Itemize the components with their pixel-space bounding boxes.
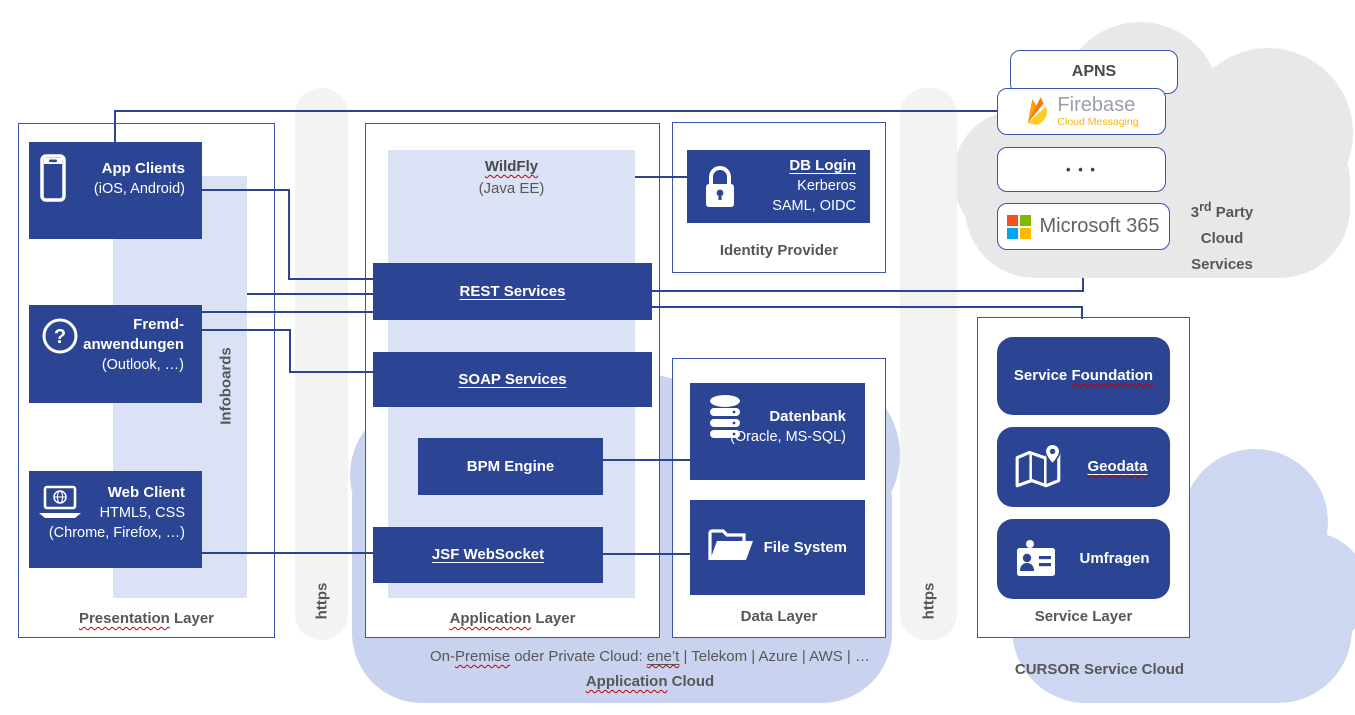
microsoft-365-label: Microsoft 365 [1039,215,1160,237]
jsf-websocket-label: JSF WebSocket [431,546,545,563]
datenbank-box: Datenbank (Oracle, MS-SQL) [690,383,865,480]
third-party-caption-line2: Cloud [1200,230,1244,247]
https-band-right [900,88,957,640]
fremd-line1: Fremd- [133,316,184,333]
third-party-caption-line1: 3rd Party [1190,200,1254,221]
connector-fremd-rest [202,311,373,313]
connector-rest-servicelayer-h [652,306,1083,308]
wildfly-subtitle: (Java EE) [478,180,545,197]
web-client-line2: HTML5, CSS [99,505,185,521]
https-label-left: https [313,582,331,620]
datenbank-title: Datenbank [769,408,846,425]
laptop-globe-icon [37,485,83,526]
bpm-engine-box: BPM Engine [418,438,603,495]
firebase-flame-icon [1024,94,1050,130]
fremdanwendungen-box: ? Fremd- anwendungen (Outlook, …) [29,305,202,403]
db-login-box: DB Login Kerberos SAML, OIDC [687,150,870,223]
connector-appclients-rest-h1 [202,189,290,191]
database-icon [706,393,744,448]
onpremise-caption: On-Premise oder Private Cloud: ene’t | T… [430,648,870,665]
https-band-left [295,88,348,640]
firebase-box: Firebase Cloud Messaging [997,88,1166,135]
web-client-line3: (Chrome, Firefox, …) [48,525,185,541]
application-layer-label: Application Layer [449,610,576,627]
connector-fremd-soap-h2 [289,371,373,373]
connector-bpm-datenbank [603,459,690,461]
identity-provider-label: Identity Provider [719,242,839,259]
third-party-cloud-shape [965,112,1350,278]
question-mark-icon: ? [41,317,79,360]
connector-jsf-filesystem [603,553,690,555]
db-login-line2: Kerberos [797,178,856,194]
wildfly-title-text: WildFly [484,158,539,175]
map-pin-icon [1013,443,1065,491]
firebase-sublabel: Cloud Messaging [1057,116,1139,129]
connector-appclients-rest-h2 [288,278,373,280]
id-card-icon [1013,538,1059,580]
folder-icon [706,526,754,571]
application-cloud-label: Application Cloud [585,673,715,690]
microsoft-365-box: Microsoft 365 [997,203,1170,250]
presentation-layer-label: Presentation Layer [78,610,215,627]
connector-fremd-soap-v [289,329,291,373]
umfragen-box: Umfragen [997,519,1170,599]
data-layer-label: Data Layer [740,608,818,625]
more-services-box: • • • [997,147,1166,192]
app-clients-box: App Clients (iOS, Android) [29,142,202,239]
bpm-engine-label: BPM Engine [466,457,555,475]
https-label-right: https [920,582,938,620]
third-party-caption-line3: Services [1191,256,1253,273]
apns-box: APNS [1010,50,1178,94]
web-client-title: Web Client [107,484,185,501]
geodata-box: Geodata [997,427,1170,507]
db-login-title: DB Login [789,157,856,174]
lock-icon [703,164,737,215]
infoboards-label: Infoboards [217,347,235,425]
svg-text:?: ? [54,326,66,348]
connector-rest-thirdparty-h [652,290,1084,292]
connector-appclients-firebase-v [114,110,116,143]
rest-services-label: REST Services [459,282,566,300]
fremd-line2: anwendungen [83,336,184,353]
soap-services-label: SOAP Services [458,370,567,388]
geodata-label: Geodata [1087,458,1148,475]
app-clients-title: App Clients [101,160,185,177]
firebase-label: Firebase [1057,94,1136,117]
connector-appclients-firebase-h [114,110,998,112]
umfragen-label: Umfragen [1079,550,1150,567]
third-party-caption: 3rd Party Cloud Services [1172,194,1272,278]
microsoft-logo-icon [1007,214,1032,239]
smartphone-icon [40,154,66,207]
wildfly-title: WildFly [388,158,635,175]
service-foundation-box: Service Foundation [997,337,1170,415]
apns-label: APNS [1071,63,1117,80]
ellipsis-dots: • • • [1066,162,1097,177]
app-clients-subtitle: (iOS, Android) [93,181,185,197]
cursor-cloud-label: CURSOR Service Cloud [1014,661,1185,678]
service-foundation-label: Service Foundation [1013,367,1154,384]
jsf-websocket-box: JSF WebSocket [373,527,603,583]
db-login-line3: SAML, OIDC [772,198,856,214]
connector-rest-thirdparty-v [1082,278,1084,292]
connector-fremd-soap-h1 [202,329,291,331]
file-system-box: File System [690,500,865,595]
fremd-line3: (Outlook, …) [101,357,184,373]
connector-appclients-rest-v [288,189,290,280]
connector-wildfly-dblogin [635,176,687,178]
web-client-box: Web Client HTML5, CSS (Chrome, Firefox, … [29,471,202,568]
connector-infoboards-rest [247,293,373,295]
datenbank-subtitle: (Oracle, MS-SQL) [729,429,846,445]
connector-rest-servicelayer-v [1081,306,1083,319]
file-system-title: File System [763,538,847,556]
connector-webclient-jsf [202,552,373,554]
service-layer-label: Service Layer [1034,608,1133,625]
rest-services-box: REST Services [373,263,652,320]
soap-services-box: SOAP Services [373,352,652,407]
